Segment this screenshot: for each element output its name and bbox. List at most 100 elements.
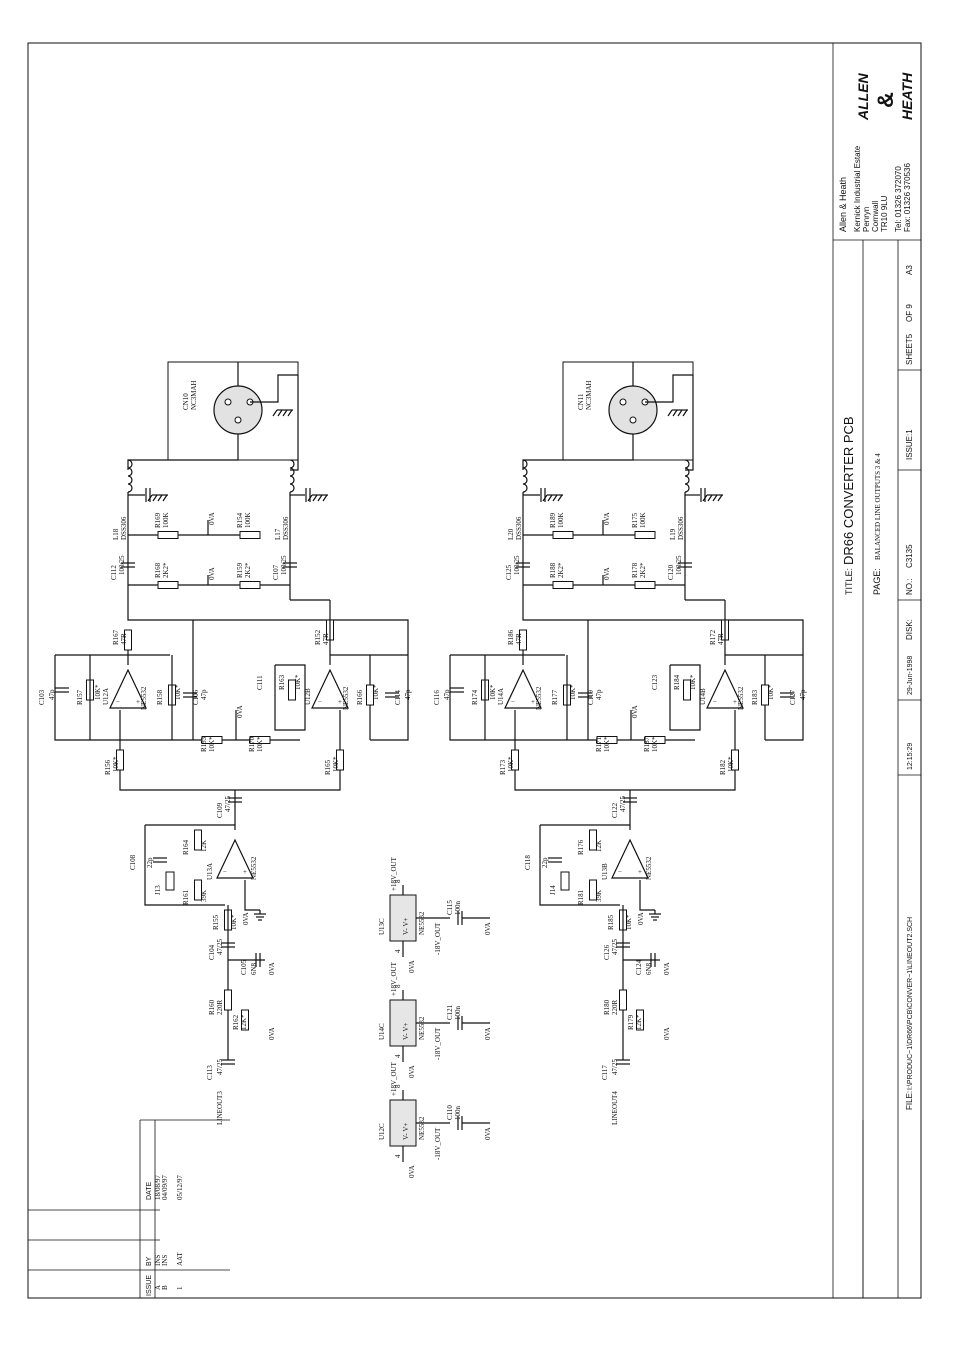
ic-ref: U12C <box>378 1123 386 1140</box>
r155-ref: R185 <box>607 914 615 930</box>
cap-c114 <box>385 692 399 698</box>
cap-ref: C110 <box>446 1105 454 1120</box>
ground-label: 0VA <box>208 567 216 580</box>
file-label: FILE: <box>905 1091 914 1110</box>
c103-val: 47p <box>48 689 56 700</box>
resistor-r168 <box>157 581 179 589</box>
buffer-type: NE5532 <box>250 856 258 880</box>
r155-val: 10K* <box>625 914 633 930</box>
r170-val: 10K* <box>256 736 264 752</box>
address-line-1: Kernick Industrial Estate <box>853 145 862 232</box>
v-plus-net: +18V_OUT <box>390 1061 398 1096</box>
company-name: Allen & Heath <box>838 177 848 232</box>
c113-ref: C117 <box>601 1065 609 1080</box>
r166-val: 10K* <box>372 684 380 700</box>
cap-c114 <box>780 692 794 698</box>
svg-text:−: − <box>318 698 322 706</box>
wire <box>144 825 225 906</box>
resistor-r170 <box>644 736 666 744</box>
resistor-r166 <box>366 684 374 706</box>
chassis-b <box>702 494 723 502</box>
chassis-a <box>542 494 563 502</box>
inductor-a <box>127 459 133 493</box>
wire <box>669 664 701 731</box>
c111-ref: C123 <box>651 674 659 690</box>
r166-ref: R166 <box>356 689 364 705</box>
drawing-no-label: NO.: <box>905 579 914 595</box>
r164-ref: R176 <box>577 839 585 855</box>
cap-c103 <box>450 687 464 693</box>
c106-ref: C119 <box>587 690 595 705</box>
cap-c108 <box>153 857 167 863</box>
c103-ref: C116 <box>433 690 441 705</box>
r153-ref: R153 <box>200 736 208 752</box>
ground-label: 0VA <box>631 705 639 718</box>
cap-c103 <box>55 687 69 693</box>
svg-text:+: + <box>638 868 642 876</box>
inductor-a-ref: L20 <box>507 528 515 540</box>
c104-val: 47/25 <box>216 939 224 955</box>
inductor-b-ref: L17 <box>274 528 282 540</box>
cap-ref: C121 <box>446 1004 454 1020</box>
ground-label: 0VA <box>637 912 645 925</box>
rev-header-issue: ISSUE <box>146 1275 153 1296</box>
c108-val: 22p <box>146 857 154 868</box>
c105-val: 6N8 <box>645 962 653 975</box>
ic-type: NE5532 <box>418 911 426 935</box>
xlr-body <box>213 385 263 435</box>
cap-ref: C115 <box>446 900 454 915</box>
resistor-r153 <box>596 736 618 744</box>
r157-ref: R157 <box>76 689 84 705</box>
c109-ref: C122 <box>611 802 619 818</box>
r154-ref: R175 <box>631 512 639 528</box>
r165-val: 10K* <box>332 756 340 772</box>
ic-pins: V- V+ <box>402 918 410 935</box>
buffer-ref: U13B <box>601 863 609 880</box>
c104-ref: C126 <box>603 944 611 960</box>
ground-label: 0VA <box>268 1027 276 1040</box>
input-net-label: LINEOUT3 <box>216 1091 224 1125</box>
c107-ref: C107 <box>272 564 280 580</box>
r156-val: 10K* <box>112 756 120 772</box>
ic-type: NE5532 <box>418 1016 426 1040</box>
r166-val: 10K* <box>767 684 775 700</box>
file-path: I:\PRODUC~1\DR66\PCB\CONVER~1\LINEOUT2.S… <box>907 917 914 1090</box>
c106-val: 47p <box>200 689 208 700</box>
ground-label: 0VA <box>603 567 611 580</box>
resistor-r154 <box>634 531 656 539</box>
pin-4: 4 <box>394 949 402 953</box>
ground-label: 0VA <box>663 1027 671 1040</box>
rev-row-a-date: 18/08/97 <box>154 1175 162 1200</box>
svg-text:+: + <box>338 698 342 706</box>
r166-ref: R183 <box>751 689 759 705</box>
cap-c105 <box>255 953 261 967</box>
input-net-label: LINEOUT4 <box>611 1091 619 1125</box>
ground-label: 0VA <box>603 512 611 525</box>
wire-pin2 <box>127 434 239 470</box>
connector-ref: CN10 <box>182 393 190 410</box>
jumper-ref: J13 <box>154 885 162 895</box>
rev-header-by: BY <box>146 1256 153 1266</box>
c107-val: 100/25 <box>675 555 683 575</box>
r170-val: 10K* <box>651 736 659 752</box>
c107-ref: C120 <box>667 564 675 580</box>
r152-ref: R172 <box>709 629 717 645</box>
ground-label: 0VA <box>408 1165 416 1178</box>
ground-label: 0VA <box>484 1127 492 1140</box>
opamp-a: −+ <box>109 668 147 709</box>
cap-c108 <box>548 857 562 863</box>
connector-type: NC3MAH <box>190 380 198 410</box>
r157-val: 10K* <box>94 684 102 700</box>
r163-ref: R184 <box>673 674 681 690</box>
wire <box>54 655 120 741</box>
r160-ref: R180 <box>603 999 611 1015</box>
filter-cap-a <box>145 488 151 502</box>
inductor-a-type: DSS306 <box>120 516 128 540</box>
rev-row-1-issue: 1 <box>176 1286 184 1290</box>
cap-c112 <box>516 562 530 568</box>
r152-val: 47R <box>717 633 725 645</box>
wire <box>127 600 409 741</box>
wire <box>514 710 736 791</box>
connector-ref: CN11 <box>577 393 585 410</box>
